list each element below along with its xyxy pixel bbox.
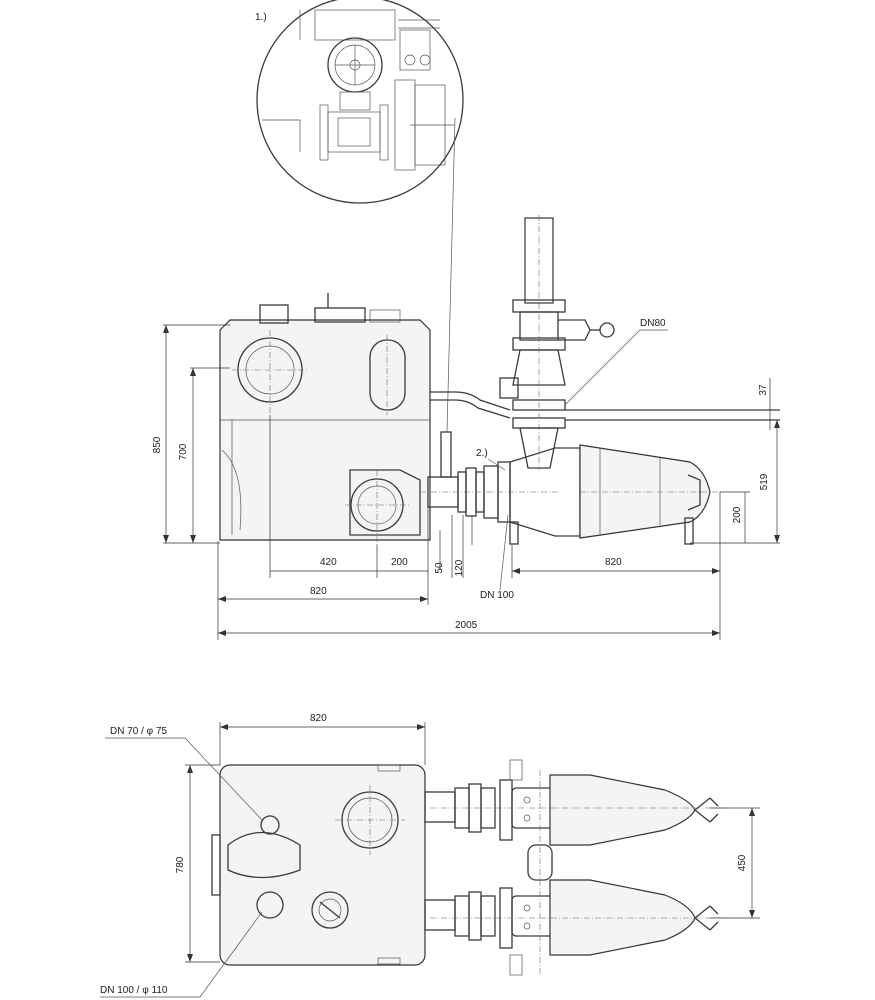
dim-700-text: 700 [178, 443, 189, 460]
motor-lower [549, 879, 696, 956]
dim-820-pump-text: 820 [605, 557, 622, 568]
dim-850-text: 850 [152, 436, 163, 453]
dim-2005-text: 2005 [455, 620, 478, 631]
motor-housing [579, 444, 711, 539]
motor-upper [549, 774, 696, 846]
dim-50-text: 50 [434, 562, 445, 574]
inlet-dn100 [256, 891, 284, 919]
inlet-dn70 [260, 815, 280, 835]
dn100-110-label: DN 100 / φ 110 [100, 985, 168, 996]
dim-820-tank-text: 820 [310, 586, 327, 597]
top-view: 820 780 450 DN 70 / φ 75 DN 100 / φ 110 [100, 713, 760, 998]
tank-plan [219, 764, 426, 966]
detail-1-label: 1.) [255, 12, 267, 23]
dim-420-text: 420 [320, 557, 337, 568]
dim-450-text: 450 [737, 854, 748, 871]
tank-body [219, 319, 431, 541]
dim-37-text: 37 [758, 384, 769, 396]
dim-200-v-text: 200 [732, 506, 743, 523]
pump-line-upper [424, 774, 730, 846]
dn80-label: DN80 [640, 318, 666, 329]
detail-view-1: 1.) [255, 0, 464, 433]
side-view: DN80 2.) DN 100 850 700 420 200 50 120 [152, 215, 780, 640]
pump-line-lower [424, 879, 730, 956]
dn100-label: DN 100 [480, 590, 514, 601]
dn70-label: DN 70 / φ 75 [110, 726, 168, 737]
dim-820-top-text: 820 [310, 713, 327, 724]
dim-200-h-text: 200 [391, 557, 408, 568]
dim-780-text: 780 [175, 856, 186, 873]
detail-2-label: 2.) [476, 448, 488, 459]
dim-519-text: 519 [759, 473, 770, 490]
dim-120-text: 120 [454, 559, 465, 576]
vent-cap [311, 891, 349, 929]
